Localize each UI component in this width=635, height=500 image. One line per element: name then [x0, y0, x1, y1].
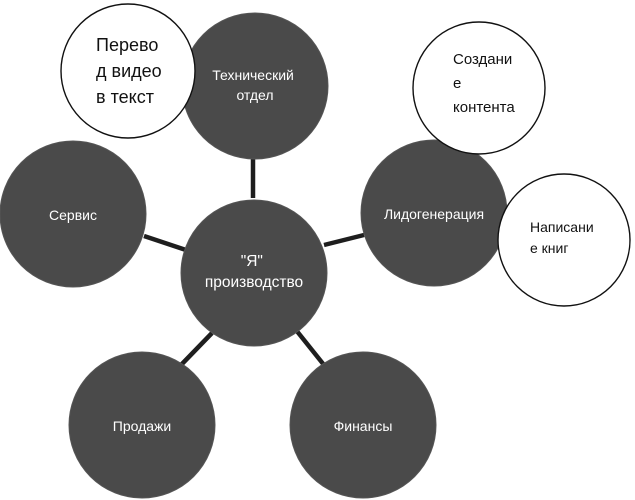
connector-service: [143, 233, 187, 253]
connectors: [143, 158, 365, 367]
node-writing-books: Написани е книг: [497, 173, 631, 307]
connector-finance: [294, 328, 326, 367]
books-label-line-2: е книг: [530, 240, 568, 256]
svg-text:Финансы: Финансы: [334, 418, 393, 434]
node-content-creation: Создани е контента: [412, 21, 546, 155]
center-label-line-2: производство: [205, 274, 303, 291]
node-sales: Продажи: [68, 351, 216, 499]
svg-text:Сервис: Сервис: [49, 207, 97, 223]
svg-text:Технический отдел: Технический отдел: [212, 67, 298, 103]
svg-text:"Я" производство: "Я" производство: [205, 253, 303, 291]
node-finance: Финансы: [289, 351, 437, 499]
finance-label: Финансы: [334, 418, 393, 434]
sales-label: Продажи: [113, 418, 171, 434]
node-service: Сервис: [0, 140, 147, 288]
connector-leads: [323, 232, 365, 248]
svg-text:Написани е книг: Написани е книг: [530, 219, 598, 256]
service-label: Сервис: [49, 207, 97, 223]
content-label-line-2: е: [453, 75, 461, 92]
svg-text:Продажи: Продажи: [113, 418, 171, 434]
center-node: "Я" производство: [180, 199, 328, 347]
books-label-line-1: Написани: [530, 219, 594, 235]
tech-label-line-2: отдел: [236, 87, 273, 103]
video-label-line-3: в текст: [96, 87, 154, 107]
svg-text:Лидогенерация: Лидогенерация: [384, 206, 484, 222]
leads-label: Лидогенерация: [384, 206, 484, 222]
node-lead-generation: Лидогенерация: [360, 139, 508, 287]
node-video-to-text: Перево д видео в текст: [60, 3, 196, 139]
svg-text:Перево д видео в т: Перево д видео в текст: [96, 35, 167, 107]
center-label-line-1: "Я": [241, 253, 263, 270]
content-label-line-3: контента: [453, 99, 515, 116]
connector-sales: [179, 331, 214, 367]
tech-label-line-1: Технический: [212, 67, 294, 83]
video-label-line-1: Перево: [96, 35, 158, 55]
content-label-line-1: Создани: [453, 51, 512, 68]
node-tech-department: Технический отдел: [181, 12, 329, 160]
svg-text:Создани е контента: Создани е контента: [453, 51, 516, 116]
video-label-line-2: д видео: [96, 61, 162, 81]
